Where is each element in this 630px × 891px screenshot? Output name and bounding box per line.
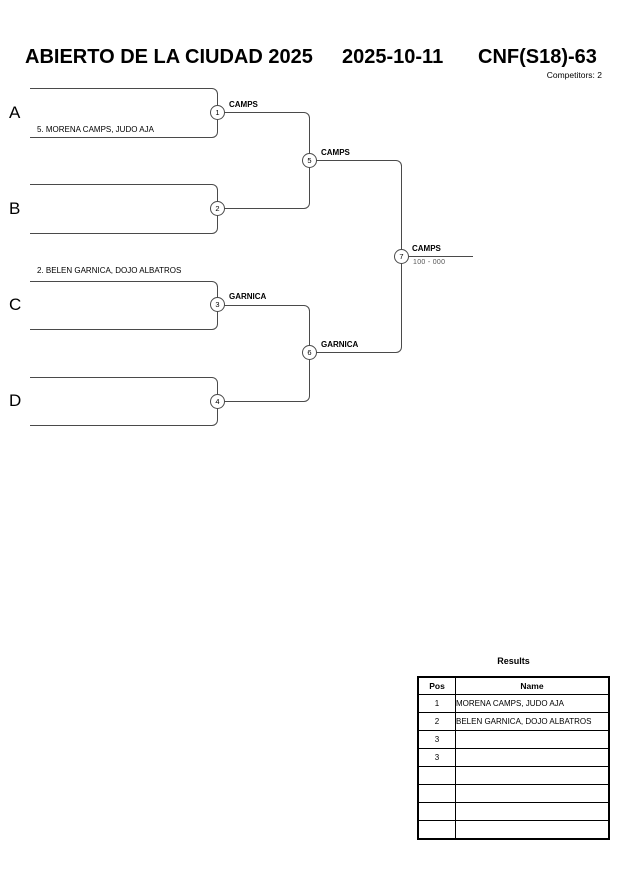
match-circle-2: 2 — [210, 201, 225, 216]
competitor-name-a: 5. MORENA CAMPS, JUDO AJA — [37, 125, 154, 134]
result-pos — [417, 766, 456, 785]
result-pos: 2 — [417, 712, 456, 731]
table-row: 3 — [417, 748, 610, 767]
competitor-name-c: 2. BELEN GARNICA, DOJO ALBATROS — [37, 266, 182, 275]
category-title: CNF(S18)-63 — [478, 46, 597, 68]
final-winner-line — [409, 256, 473, 257]
table-row — [417, 766, 610, 785]
table-row — [417, 784, 610, 803]
result-pos — [417, 820, 456, 840]
competitors-count: Competitors: 2 — [546, 70, 602, 80]
result-pos: 1 — [417, 694, 456, 713]
winner-label-match-1: CAMPS — [229, 100, 258, 109]
event-date: 2025-10-11 — [342, 46, 444, 68]
result-name — [455, 820, 610, 840]
bracket-slot-a — [30, 88, 218, 138]
bracket-slot-b — [30, 184, 218, 234]
table-row: 1 MORENA CAMPS, JUDO AJA — [417, 694, 610, 713]
result-name: MORENA CAMPS, JUDO AJA — [455, 694, 610, 713]
match-circle-6: 6 — [302, 345, 317, 360]
result-name — [455, 748, 610, 767]
connector-final — [310, 160, 402, 353]
match-circle-1: 1 — [210, 105, 225, 120]
winner-label-match-3: GARNICA — [229, 292, 267, 301]
slot-letter-d: D — [9, 391, 22, 410]
final-score: 100 - 000 — [413, 259, 446, 266]
connector-semifinal-bottom — [218, 305, 310, 402]
bracket-slot-d — [30, 377, 218, 426]
results-header-row: Pos Name — [417, 676, 610, 695]
winner-label-match-5: CAMPS — [321, 148, 350, 157]
connector-semifinal-top — [218, 112, 310, 209]
event-title: ABIERTO DE LA CIUDAD 2025 — [25, 46, 313, 68]
result-name: BELEN GARNICA, DOJO ALBATROS — [455, 712, 610, 731]
results-title: Results — [497, 656, 530, 666]
table-row — [417, 820, 610, 840]
result-name — [455, 802, 610, 821]
match-circle-3: 3 — [210, 297, 225, 312]
results-col-pos: Pos — [417, 676, 456, 695]
table-row — [417, 802, 610, 821]
match-circle-7: 7 — [394, 249, 409, 264]
winner-label-match-6: GARNICA — [321, 340, 359, 349]
result-pos — [417, 784, 456, 803]
bracket-slot-c — [30, 281, 218, 330]
table-row: 3 — [417, 730, 610, 749]
table-row: 2 BELEN GARNICA, DOJO ALBATROS — [417, 712, 610, 731]
result-name — [455, 730, 610, 749]
slot-letter-a: A — [9, 103, 21, 122]
result-pos — [417, 802, 456, 821]
result-pos: 3 — [417, 730, 456, 749]
slot-letter-c: C — [9, 295, 22, 314]
result-name — [455, 784, 610, 803]
results-table: Pos Name 1 MORENA CAMPS, JUDO AJA 2 BELE… — [417, 676, 610, 840]
results-col-name: Name — [455, 676, 610, 695]
slot-letter-b: B — [9, 199, 21, 218]
result-pos: 3 — [417, 748, 456, 767]
match-circle-4: 4 — [210, 394, 225, 409]
winner-label-match-7: CAMPS — [412, 244, 441, 253]
match-circle-5: 5 — [302, 153, 317, 168]
result-name — [455, 766, 610, 785]
